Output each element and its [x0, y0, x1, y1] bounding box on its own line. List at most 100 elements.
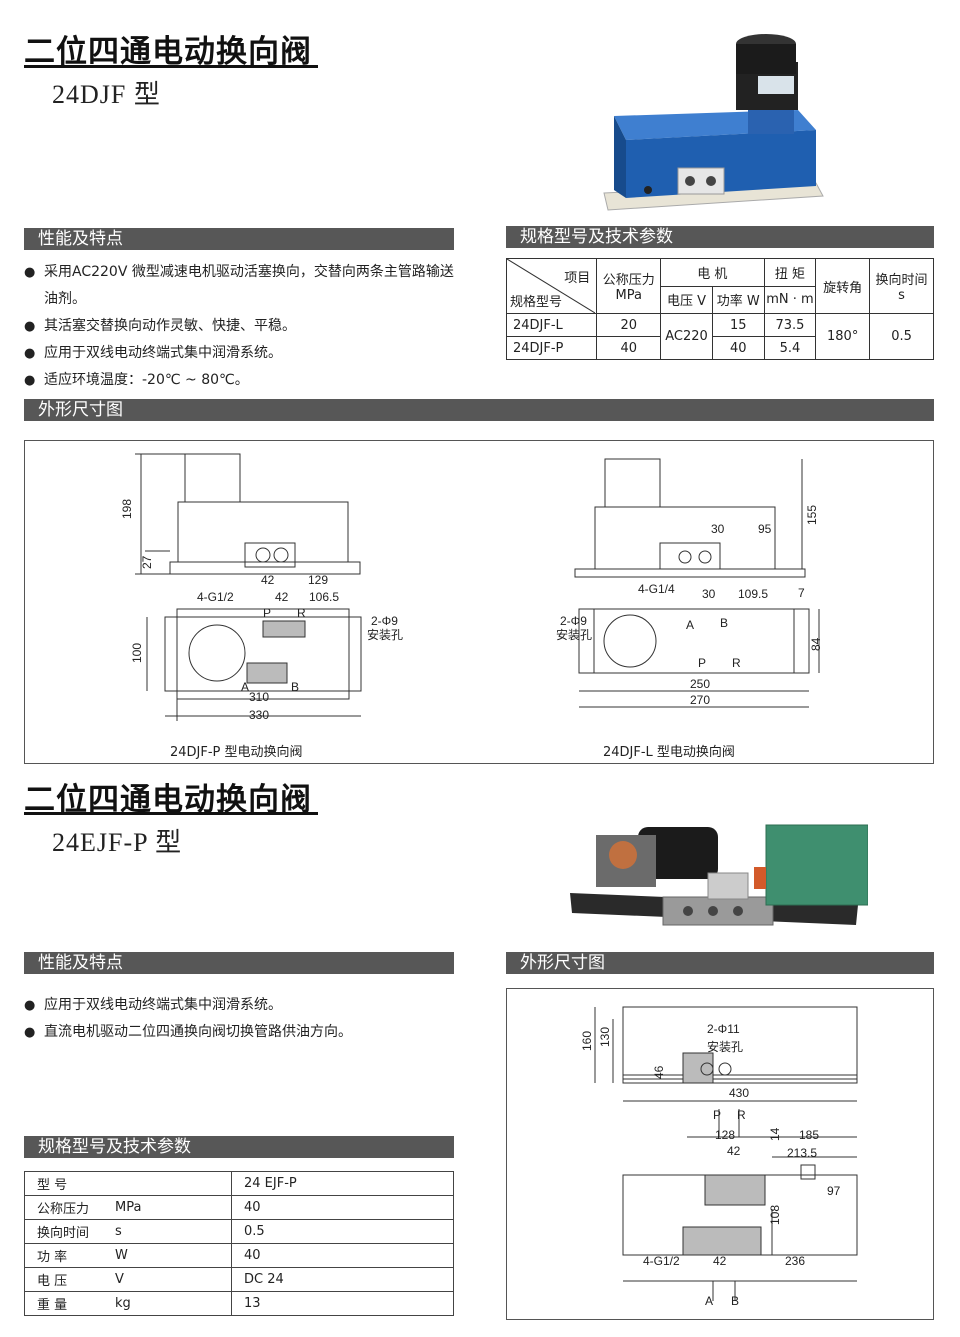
svg-text:330: 330: [249, 708, 269, 722]
svg-text:213.5: 213.5: [787, 1146, 817, 1160]
diag-header-cell: 项目 规格型号: [505, 258, 598, 314]
row-torque: 5.4: [763, 336, 817, 360]
switch-time-value: 0.5: [869, 313, 934, 360]
param-value: 40: [231, 1195, 454, 1220]
svg-text:42: 42: [727, 1144, 741, 1158]
svg-text:4-G1/2: 4-G1/2: [643, 1254, 680, 1268]
svg-text:95: 95: [758, 522, 772, 536]
svg-text:310: 310: [249, 690, 269, 704]
row-torque: 73.5: [763, 313, 817, 337]
svg-text:30: 30: [702, 587, 716, 601]
param-unit: kg: [115, 1291, 232, 1316]
valve-photo-24ejf: [570, 824, 868, 926]
drawing-24djf-l: 155 30 95 7 4-G1/4 30 109.5 2-Φ9 安装孔 A B…: [556, 458, 823, 708]
feature-item: 应用于双线电动终端式集中润滑系统。: [24, 992, 456, 1019]
svg-text:42: 42: [261, 573, 275, 587]
svg-text:430: 430: [729, 1086, 749, 1100]
row-pressure: 20: [596, 313, 662, 337]
motor-header: 电 机: [660, 258, 765, 287]
svg-text:128: 128: [715, 1128, 735, 1142]
param-value: 13: [231, 1291, 454, 1316]
svg-text:7: 7: [798, 586, 805, 600]
row-power: 40: [711, 336, 765, 360]
svg-text:236: 236: [785, 1254, 805, 1268]
svg-text:109.5: 109.5: [738, 587, 768, 601]
caption-24djf-p: 24DJF-P 型电动换向阀: [170, 745, 303, 760]
row-pressure: 40: [596, 336, 662, 360]
rotation-header: 旋转角: [815, 258, 871, 314]
param-unit: s: [115, 1219, 232, 1244]
svg-text:27: 27: [140, 555, 154, 569]
feature-item: 适应环境温度：-20℃ ~ 80℃。: [24, 367, 456, 394]
svg-text:185: 185: [799, 1128, 819, 1142]
svg-text:42: 42: [275, 590, 289, 604]
voltage-header: 电压 V: [660, 285, 713, 314]
title-underline: [24, 812, 318, 815]
power-header: 功率 W: [711, 285, 765, 314]
param-unit: [115, 1171, 232, 1196]
svg-text:155: 155: [805, 505, 819, 525]
param-value: 0.5: [231, 1219, 454, 1244]
svg-text:R: R: [297, 606, 306, 620]
param-unit: MPa: [115, 1195, 232, 1220]
param-unit: V: [115, 1267, 232, 1292]
param-value: 40: [231, 1243, 454, 1268]
drawing-24djf-p: 198 27 42 129 4-G1/2 42 106.5 P R 2-Φ9 安…: [120, 453, 403, 722]
dims-frame-2: 160 130 2-Φ11 安装孔 46 430 P R 128 14 185 …: [506, 988, 934, 1320]
section1-model: 24DJF 型: [52, 80, 161, 109]
svg-text:160: 160: [580, 1031, 594, 1051]
section2-model: 24EJF-P 型: [52, 828, 183, 857]
svg-text:P: P: [713, 1108, 721, 1122]
section1-title: 二位四通电动换向阀: [24, 34, 312, 70]
svg-text:A: A: [686, 618, 694, 632]
svg-text:2-Φ9: 2-Φ9: [371, 614, 398, 628]
rotation-value: 180°: [815, 313, 871, 360]
spec-header-1: 规格型号及技术参数: [506, 226, 934, 248]
svg-text:270: 270: [690, 693, 710, 707]
title-underline: [24, 65, 318, 68]
drawing-24ejf-p: 160 130 2-Φ11 安装孔 46 430 P R 128 14 185 …: [580, 1006, 858, 1308]
features-list-1: 采用AC220V 微型减速电机驱动活塞换向，交替向两条主管路输送油剂。 其活塞交…: [24, 259, 456, 394]
svg-text:106.5: 106.5: [309, 590, 339, 604]
svg-text:14: 14: [768, 1127, 782, 1141]
feature-item: 直流电机驱动二位四通换向阀切换管路供油方向。: [24, 1019, 456, 1046]
row-power: 15: [711, 313, 765, 337]
param-name: 重 量: [24, 1291, 115, 1316]
svg-text:4-G1/4: 4-G1/4: [638, 582, 675, 596]
svg-text:97: 97: [827, 1184, 841, 1198]
svg-text:46: 46: [652, 1065, 666, 1079]
svg-text:84: 84: [809, 637, 823, 651]
voltage-value: AC220: [660, 313, 713, 360]
feature-item: 采用AC220V 微型减速电机驱动活塞换向，交替向两条主管路输送油剂。: [24, 259, 456, 313]
param-unit: W: [115, 1243, 232, 1268]
dims-header-1: 外形尺寸图: [24, 399, 934, 421]
torque-header: 扭 矩: [763, 258, 817, 287]
param-value: 24 EJF-P: [231, 1171, 454, 1196]
features-header-2: 性能及特点: [24, 952, 454, 974]
param-name: 公称压力: [24, 1195, 115, 1220]
svg-text:安装孔: 安装孔: [707, 1039, 743, 1054]
svg-text:198: 198: [120, 499, 134, 519]
param-name: 电 压: [24, 1267, 115, 1292]
svg-text:4-G1/2: 4-G1/2: [197, 590, 234, 604]
valve-photo-24djf: [603, 34, 824, 211]
svg-text:108: 108: [768, 1205, 782, 1225]
svg-text:30: 30: [711, 522, 725, 536]
param-name: 换向时间: [24, 1219, 115, 1244]
svg-text:B: B: [731, 1294, 739, 1308]
param-name: 型 号: [24, 1171, 115, 1196]
svg-text:A: A: [705, 1294, 713, 1308]
feature-item: 应用于双线电动终端式集中润滑系统。: [24, 340, 456, 367]
svg-text:R: R: [732, 656, 741, 670]
svg-text:2-Φ9: 2-Φ9: [560, 614, 587, 628]
row-model: 24DJF-L: [505, 313, 598, 337]
feature-item: 其活塞交替换向动作灵敏、快捷、平稳。: [24, 313, 456, 340]
param-value: DC 24: [231, 1267, 454, 1292]
dims-header-2: 外形尺寸图: [506, 952, 934, 974]
svg-text:2-Φ11: 2-Φ11: [707, 1022, 740, 1036]
svg-text:B: B: [720, 616, 728, 630]
